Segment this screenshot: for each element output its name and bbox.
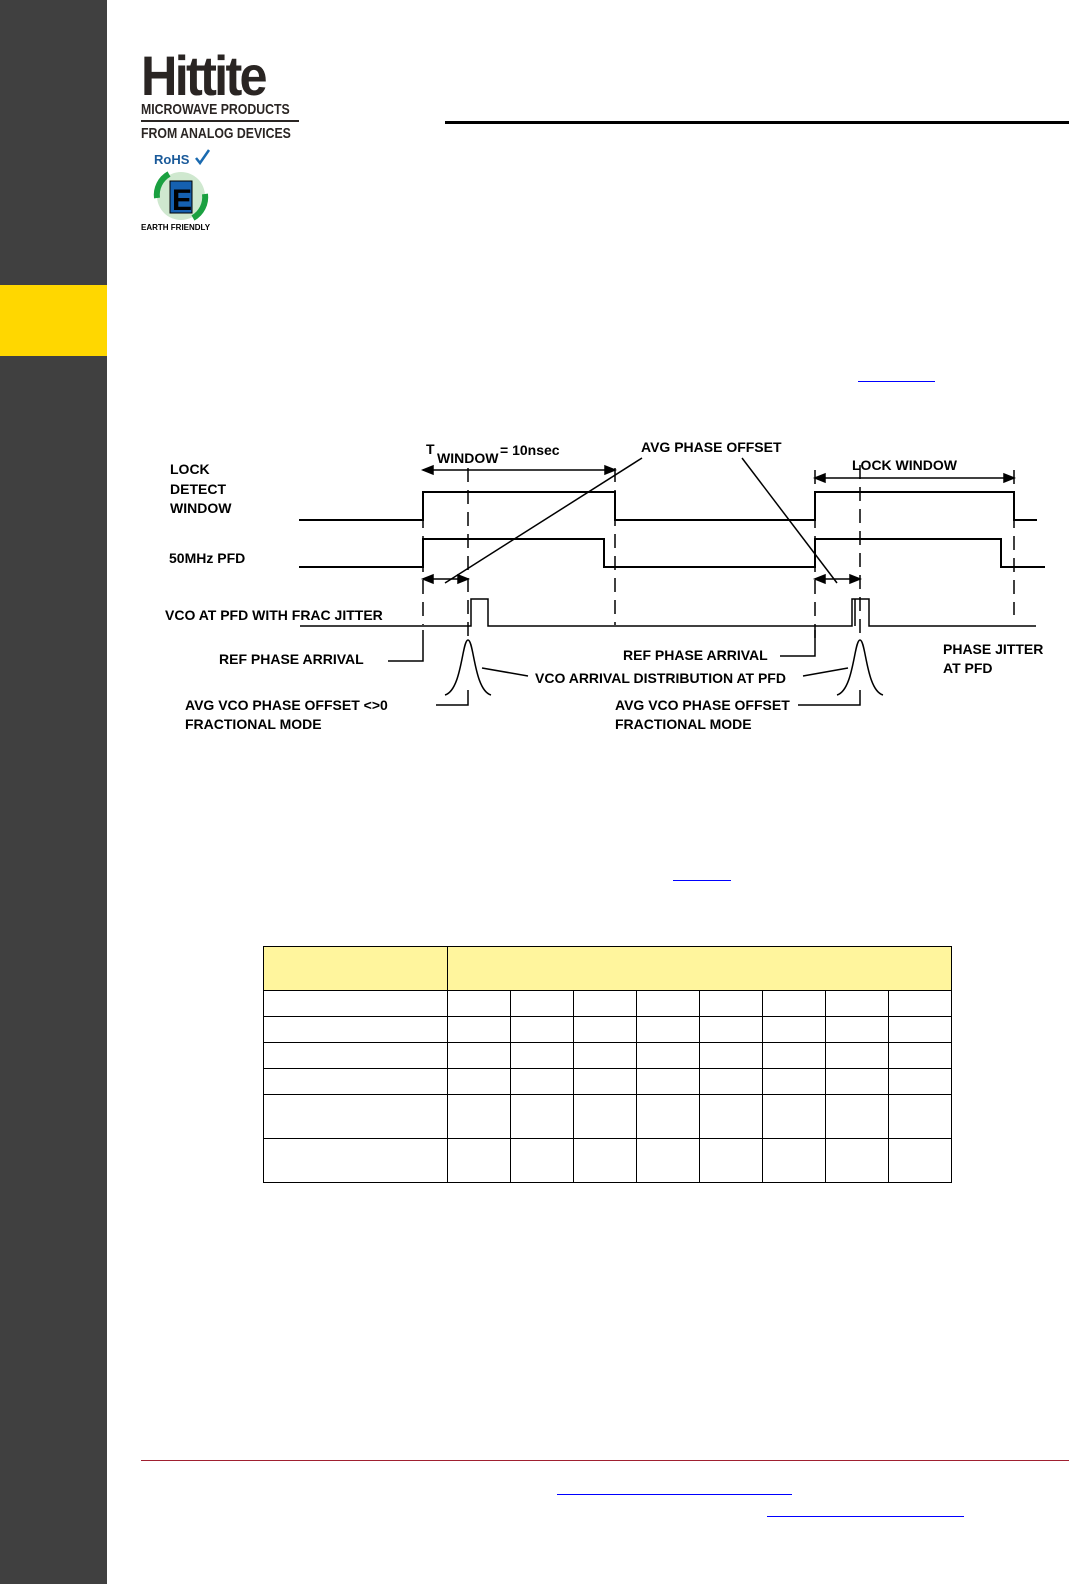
footer-link[interactable] <box>557 1494 792 1495</box>
label-phase-jitter: PHASE JITTER <box>943 641 1043 657</box>
hyperlink[interactable] <box>673 880 731 881</box>
lock-detect-waveform <box>299 491 1037 521</box>
section-tab[interactable] <box>0 285 107 356</box>
label-at-pfd: AT PFD <box>943 660 993 676</box>
logo-line2: FROM ANALOG DEVICES <box>141 125 291 142</box>
table-row <box>263 1138 952 1183</box>
header-rule <box>445 121 1069 124</box>
label-lock-window: LOCK WINDOW <box>852 457 958 473</box>
label-frac-mode-right: FRACTIONAL MODE <box>615 716 752 732</box>
rohs-e-mark: E <box>172 184 192 217</box>
label-ref-phase-right: REF PHASE ARRIVAL <box>623 647 768 663</box>
label-lock: LOCK <box>170 461 210 477</box>
table-header-cell <box>263 946 448 991</box>
table-header-row <box>263 946 952 991</box>
label-avg-vco-right: AVG VCO PHASE OFFSET <box>615 697 790 713</box>
table-header-cell <box>447 946 952 991</box>
label-vco: VCO AT PFD WITH FRAC JITTER <box>165 607 383 623</box>
label-pfd: 50MHz PFD <box>169 550 245 566</box>
pfd-waveform <box>299 538 1045 568</box>
label-avg-phase-offset: AVG PHASE OFFSET <box>641 439 782 455</box>
hyperlink[interactable] <box>858 381 935 382</box>
label-detect: DETECT <box>170 481 226 497</box>
earth-friendly-text: EARTH FRIENDLY <box>141 223 211 232</box>
footer-rule <box>141 1460 1069 1461</box>
hittite-logo: Hittite MICROWAVE PRODUCTS FROM ANALOG D… <box>141 44 301 143</box>
label-avg-vco-left: AVG VCO PHASE OFFSET <>0 <box>185 697 388 713</box>
table-row <box>263 1094 952 1139</box>
spec-table <box>263 946 952 1183</box>
label-vco-arrival: VCO ARRIVAL DISTRIBUTION AT PFD <box>535 670 786 686</box>
vco-waveform <box>300 598 1036 627</box>
label-ref-phase-left: REF PHASE ARRIVAL <box>219 651 364 667</box>
table-row <box>263 1068 952 1095</box>
sidebar <box>0 0 107 1584</box>
label-t: T <box>426 441 435 457</box>
logo-rule <box>141 120 299 122</box>
table-row <box>263 1042 952 1069</box>
logo-brand: Hittite <box>141 44 268 107</box>
rohs-text: RoHS <box>154 152 190 167</box>
logo-line1: MICROWAVE PRODUCTS <box>141 101 290 118</box>
footer-link[interactable] <box>767 1516 964 1517</box>
label-t-window-sub: WINDOW <box>437 450 499 466</box>
table-row <box>263 990 952 1017</box>
table-row <box>263 1016 952 1043</box>
label-frac-mode-left: FRACTIONAL MODE <box>185 716 322 732</box>
rohs-earth-friendly-icon: RoHS E EARTH FRIENDLY <box>141 149 211 232</box>
dashed-markers <box>422 465 1015 640</box>
label-window: WINDOW <box>170 500 232 516</box>
label-t-window-value: = 10nsec <box>500 442 560 458</box>
